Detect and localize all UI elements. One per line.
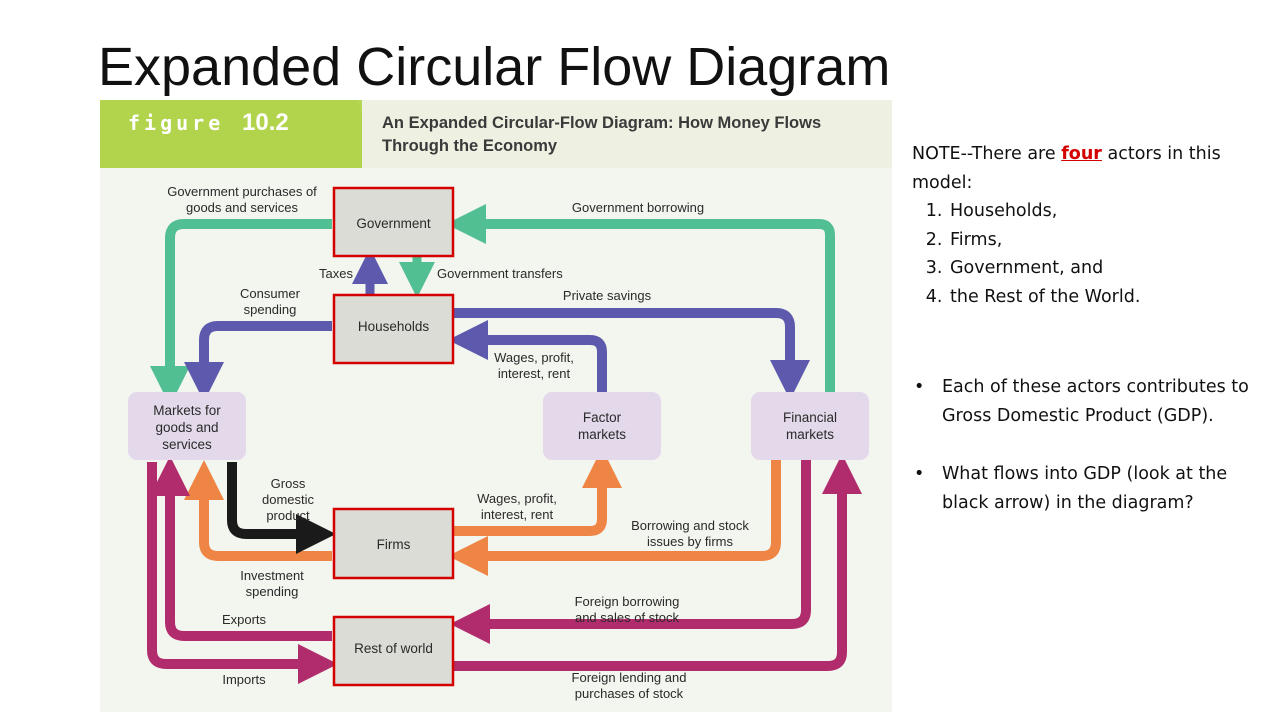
notes-bullets: Each of these actors contributes to Gros… <box>912 373 1252 517</box>
node-rest-of-world-label: Rest of world <box>354 641 433 656</box>
figure-title-line1: An Expanded Circular-Flow Diagram: How M… <box>382 114 821 132</box>
node-government <box>332 186 455 258</box>
node-markets-label-line2: goods and <box>155 420 218 435</box>
figure-label-band <box>100 100 365 168</box>
notes-intro-highlight: four <box>1061 144 1102 164</box>
label-gdp-line1: Gross <box>271 476 306 491</box>
label-private-savings: Private savings <box>563 288 652 303</box>
label-government-purchases-line2: goods and services <box>186 200 299 215</box>
label-foreign-borrowing-line2: and sales of stock <box>575 610 680 625</box>
node-firms-label: Firms <box>377 537 411 552</box>
node-factor-label-line2: markets <box>578 427 626 442</box>
gdp-arrow <box>227 462 336 554</box>
bullet-item: What flows into GDP (look at the black a… <box>914 460 1252 517</box>
borrowing-stock-issues-arrow <box>448 460 781 576</box>
notes-intro-after: actors in this model: <box>912 144 1221 193</box>
label-consumer-spending-line2: spending <box>244 302 297 317</box>
label-government-borrowing: Government borrowing <box>572 200 704 215</box>
label-gdp-line3: product <box>266 508 310 523</box>
figure-title-line2: Through the Economy <box>382 137 558 155</box>
label-foreign-lending-line1: Foreign lending and <box>572 670 687 685</box>
label-borrowing-stock-line2: issues by firms <box>647 534 733 549</box>
node-financial-label-line1: Financial <box>783 410 837 425</box>
figure-title-band <box>362 100 892 168</box>
figure-label-word: figure <box>128 111 224 135</box>
node-government-label: Government <box>356 216 431 231</box>
node-financial-label-line2: markets <box>786 427 834 442</box>
label-imports: Imports <box>222 672 266 687</box>
wages-to-households-arrow <box>448 320 607 392</box>
label-wages-top-line1: Wages, profit, <box>494 350 574 365</box>
node-markets-label-line3: services <box>162 437 212 452</box>
label-borrowing-stock-line1: Borrowing and stock <box>631 518 749 533</box>
notes-intro: NOTE--There are four actors in this mode… <box>912 140 1252 197</box>
label-foreign-lending-line2: purchases of stock <box>575 686 684 701</box>
label-government-purchases-line1: Government purchases of <box>167 184 317 199</box>
label-wages-bottom-line2: interest, rent <box>481 507 554 522</box>
label-investment-line2: spending <box>246 584 299 599</box>
label-investment-line1: Investment <box>240 568 304 583</box>
private-savings-arrow <box>454 308 810 400</box>
slide-title: Expanded Circular Flow Diagram <box>98 37 891 97</box>
label-government-transfers: Government transfers <box>437 266 563 281</box>
node-markets <box>128 392 246 460</box>
circular-flow-figure: figure 10.2 An Expanded Circular-Flow Di… <box>100 100 892 712</box>
node-factor-label-line1: Factor <box>583 410 622 425</box>
government-purchases-arrow <box>150 219 332 406</box>
notes-intro-before: NOTE--There are <box>912 144 1062 164</box>
actor-item: Firms, <box>948 226 1252 255</box>
label-taxes: Taxes <box>319 266 353 281</box>
label-wages-top-line2: interest, rent <box>498 366 571 381</box>
node-firms <box>332 507 455 580</box>
actor-item: Government, and <box>948 254 1252 283</box>
label-gdp-line2: domestic <box>262 492 315 507</box>
wages-from-firms-arrow <box>454 448 622 536</box>
label-exports: Exports <box>222 612 267 627</box>
foreign-borrowing-arrow <box>450 460 811 644</box>
figure-label-number: 10.2 <box>242 109 289 136</box>
imports-arrow <box>147 462 338 684</box>
exports-arrow <box>150 456 332 641</box>
bullet-item: Each of these actors contributes to Gros… <box>914 373 1252 430</box>
investment-spending-arrow <box>184 460 332 561</box>
node-factor-markets <box>543 392 661 460</box>
node-financial-markets <box>751 392 869 460</box>
label-consumer-spending-line1: Consumer <box>240 286 301 301</box>
actor-item: Households, <box>948 197 1252 226</box>
node-households <box>332 293 455 365</box>
actor-item: the Rest of the World. <box>948 283 1252 312</box>
government-borrowing-arrow <box>446 204 835 395</box>
label-foreign-borrowing-line1: Foreign borrowing <box>575 594 680 609</box>
node-rest-of-world <box>332 615 455 687</box>
circular-flow-diagram: figure 10.2 An Expanded Circular-Flow Di… <box>100 100 892 712</box>
actors-list: Households, Firms, Government, and the R… <box>912 197 1252 311</box>
notes-panel: NOTE--There are four actors in this mode… <box>912 140 1252 547</box>
node-markets-label-line1: Markets for <box>153 403 221 418</box>
label-wages-bottom-line1: Wages, profit, <box>477 491 557 506</box>
consumer-spending-arrow <box>184 321 332 402</box>
node-households-label: Households <box>358 319 430 334</box>
foreign-lending-arrow <box>454 454 862 671</box>
